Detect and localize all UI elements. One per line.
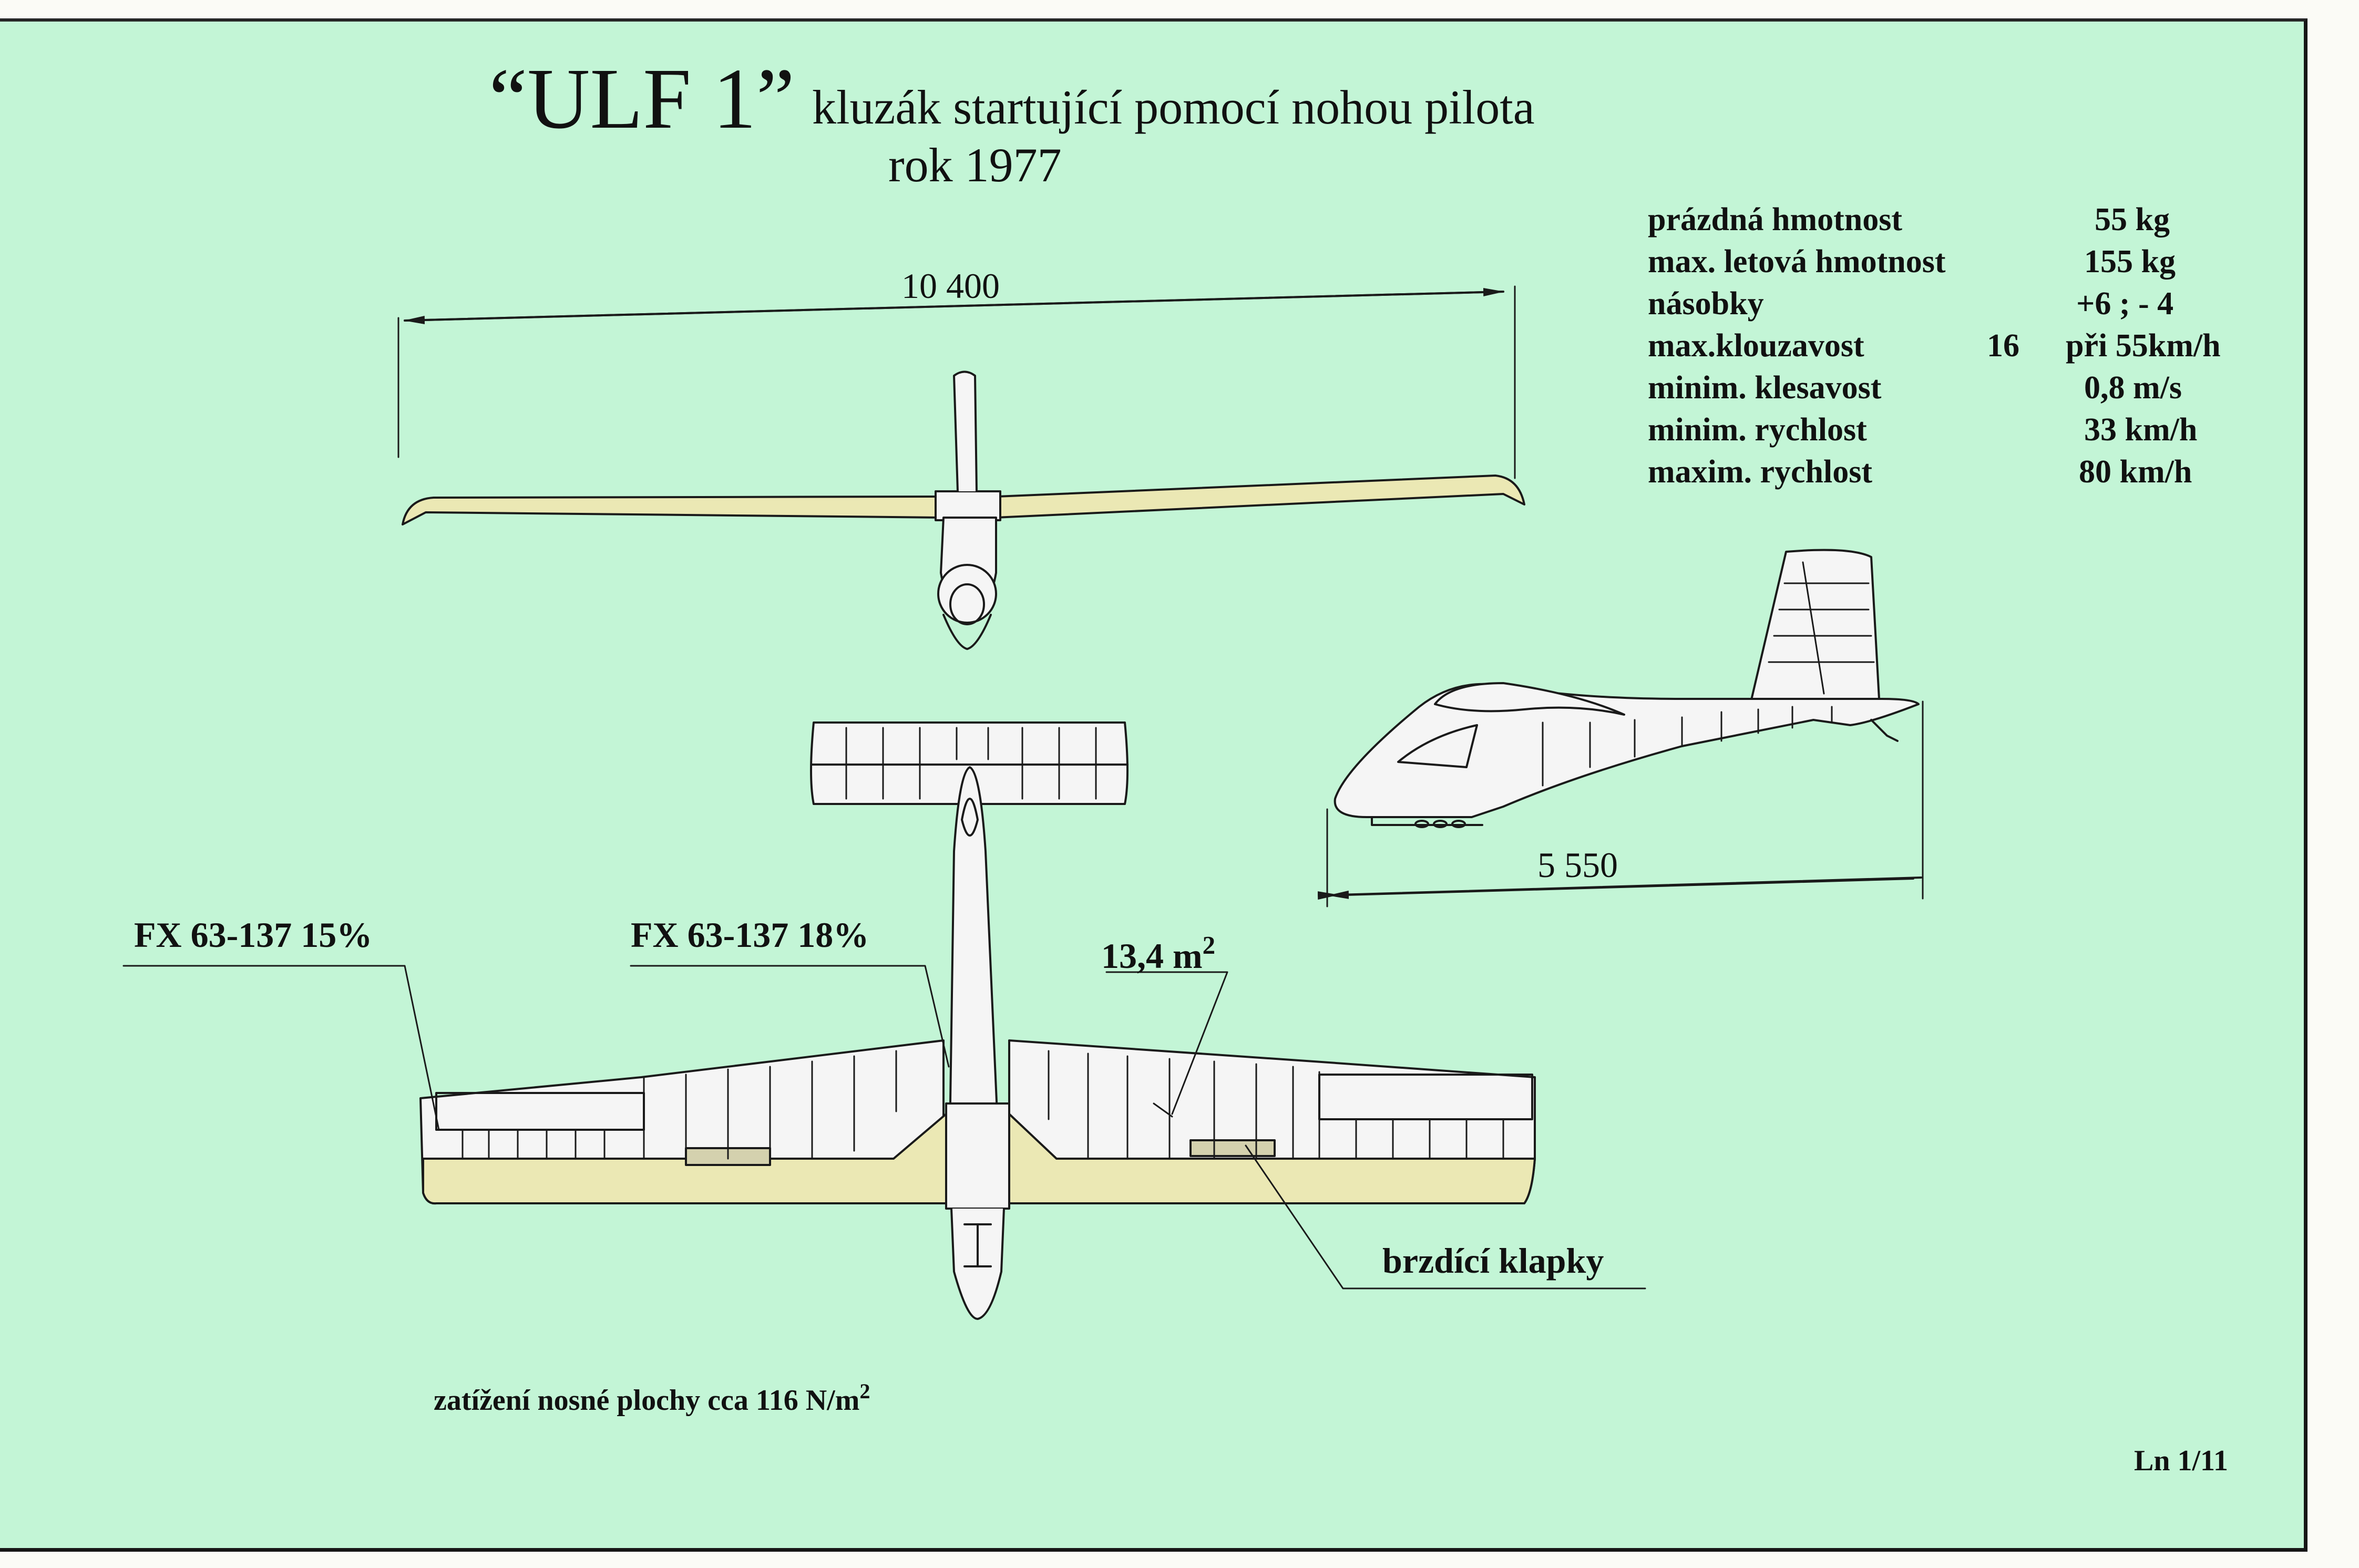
spec-value: při 55km/h: [2066, 328, 2221, 364]
root-profile-label: FX 63-137 18%: [631, 915, 869, 955]
aircraft-name: “ULF 1”: [489, 50, 795, 147]
length-dimension: 5 550: [1537, 845, 1618, 885]
spec-label: max.klouzavost: [1648, 328, 1864, 364]
spec-value: 0,8 m/s: [2084, 370, 2182, 406]
spec-extra: 16: [1987, 328, 2019, 364]
spec-label: max. letová hmotnost: [1648, 244, 1946, 280]
spec-label: minim. klesavost: [1648, 370, 1882, 406]
spec-value: 33 km/h: [2084, 412, 2198, 448]
plan-view: [122, 721, 1646, 1320]
sheet-number: Ln 1/11: [2134, 1445, 2228, 1477]
spec-value: 155 kg: [2084, 244, 2176, 280]
airbrakes-label: brzdící klapky: [1382, 1241, 1604, 1281]
front-view: [397, 285, 1525, 650]
spec-label: maxim. rychlost: [1648, 454, 1873, 490]
title-year: rok 1977: [888, 138, 1062, 192]
spec-label: prázdná hmotnost: [1648, 202, 1903, 238]
wing-area-label: 13,4 m2: [1101, 931, 1216, 976]
side-view: [1317, 549, 1924, 907]
spec-value: +6 ; - 4: [2076, 286, 2174, 322]
span-dimension: 10 400: [901, 266, 1000, 306]
title-description: kluzák startující pomocí nohou pilota: [812, 80, 1535, 134]
spec-value: 80 km/h: [2079, 454, 2192, 490]
spec-value: 55 kg: [2095, 202, 2170, 238]
spec-label: násobky: [1648, 286, 1764, 322]
wing-loading-label: zatížení nosné plochy cca 116 N/m2: [434, 1379, 870, 1417]
spec-label: minim. rychlost: [1648, 412, 1867, 448]
tip-profile-label: FX 63-137 15%: [134, 915, 373, 955]
